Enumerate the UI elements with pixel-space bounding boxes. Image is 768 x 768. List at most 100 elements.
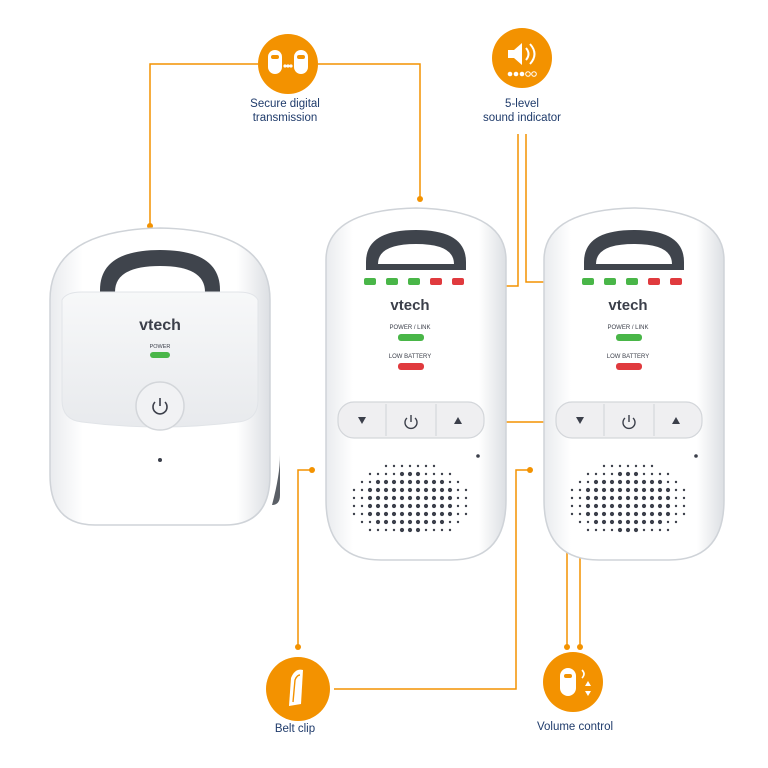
grille-hole (570, 504, 574, 508)
grille-hole (665, 487, 671, 493)
grille-hole (593, 511, 599, 517)
grille-hole (399, 487, 405, 493)
grille-hole (578, 480, 582, 484)
grille-hole (375, 495, 381, 501)
grille-hole (432, 472, 436, 476)
grille-hole (617, 471, 623, 477)
grille-hole (456, 512, 460, 516)
grille-hole (384, 528, 388, 532)
grille-hole (666, 472, 670, 476)
grille-hole (578, 496, 582, 500)
grille-hole (617, 503, 623, 509)
grille-hole (431, 479, 437, 485)
grille-hole (625, 519, 631, 525)
grille-hole (391, 495, 397, 501)
volume-up-button[interactable] (454, 417, 462, 424)
grille-hole (666, 480, 670, 484)
grille-hole (641, 495, 647, 501)
grille-hole (633, 479, 639, 485)
grille-hole (447, 503, 453, 509)
grille-hole (407, 487, 413, 493)
grille-hole (593, 487, 599, 493)
grille-hole (641, 503, 647, 509)
grille-hole (391, 503, 397, 509)
parent-unit-1-low-battery-label: LOW BATTERY (389, 354, 431, 360)
baby-unit-power-led (150, 352, 170, 358)
grille-hole (456, 488, 460, 492)
grille-hole (383, 487, 389, 493)
grille-hole (625, 479, 631, 485)
grille-hole (391, 487, 397, 493)
volume-down-button[interactable] (358, 417, 366, 424)
grille-hole (626, 464, 630, 468)
transmission-line (149, 63, 258, 225)
grille-hole (424, 464, 428, 468)
grille-hole (601, 487, 607, 493)
grille-hole (609, 519, 615, 525)
belt-clip-icon (266, 657, 330, 721)
grille-hole (360, 488, 364, 492)
grille-hole (586, 480, 590, 484)
speaker-grille (352, 464, 468, 533)
grille-hole (432, 528, 436, 532)
grille-hole (610, 528, 614, 532)
grille-hole (423, 511, 429, 517)
grille-hole (609, 487, 615, 493)
grille-hole (650, 464, 654, 468)
grille-hole (384, 464, 388, 468)
grille-hole (440, 528, 444, 532)
grille-hole (391, 519, 397, 525)
grille-hole (447, 495, 453, 501)
grille-hole (601, 495, 607, 501)
grille-hole (383, 519, 389, 525)
power-icon[interactable] (404, 415, 418, 430)
grille-hole (625, 471, 631, 477)
grille-hole (423, 495, 429, 501)
grille-hole (585, 487, 591, 493)
grille-hole (431, 503, 437, 509)
grille-hole (657, 519, 663, 525)
two-units-transmission-icon (258, 34, 318, 94)
grille-hole (464, 496, 468, 500)
grille-hole (464, 512, 468, 516)
grille-hole (682, 496, 686, 500)
parent-unit-1-brand: vtech (390, 297, 429, 314)
grille-hole (657, 479, 663, 485)
grille-hole (399, 527, 405, 533)
grille-hole (447, 511, 453, 517)
grille-hole (609, 495, 615, 501)
grille-hole (578, 520, 582, 524)
grille-hole (601, 479, 607, 485)
grille-hole (682, 512, 686, 516)
speaker-grille (570, 464, 686, 533)
grille-hole (633, 487, 639, 493)
grille-hole (641, 511, 647, 517)
grille-hole (578, 512, 582, 516)
grille-hole (586, 472, 590, 476)
grille-hole (392, 472, 396, 476)
grille-hole (642, 464, 646, 468)
grille-hole (674, 496, 678, 500)
grille-hole (617, 511, 623, 517)
grille-hole (633, 495, 639, 501)
power-icon[interactable] (622, 415, 636, 430)
volume-up-button[interactable] (672, 417, 680, 424)
grille-hole (609, 511, 615, 517)
grille-hole (658, 528, 662, 532)
grille-hole (423, 503, 429, 509)
parent-unit-2-low-battery-label: LOW BATTERY (607, 354, 649, 360)
grille-hole (674, 512, 678, 516)
speaker-level-icon (492, 28, 552, 88)
grille-hole (415, 519, 421, 525)
grille-hole (585, 495, 591, 501)
grille-hole (415, 487, 421, 493)
grille-hole (392, 464, 396, 468)
grille-hole (391, 511, 397, 517)
grille-hole (447, 487, 453, 493)
grille-hole (360, 496, 364, 500)
grille-hole (408, 464, 412, 468)
grille-hole (367, 511, 373, 517)
volume-down-button[interactable] (576, 417, 584, 424)
grille-hole (431, 519, 437, 525)
